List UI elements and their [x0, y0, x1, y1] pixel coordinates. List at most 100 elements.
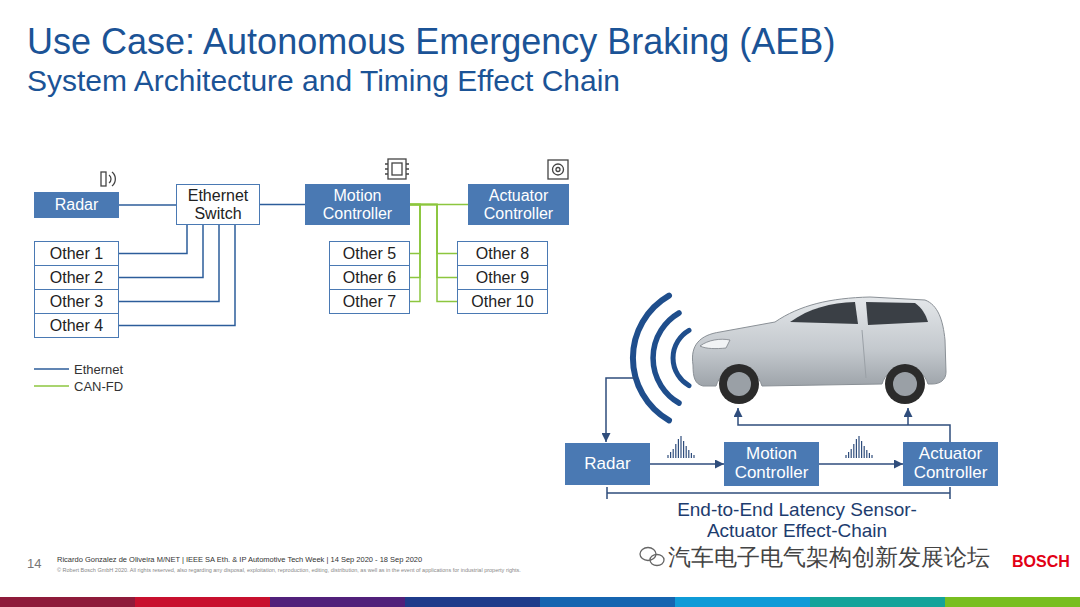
- radar-icon: [109, 175, 111, 183]
- signal-pulse: [688, 450, 689, 458]
- braking-arrow: [738, 408, 950, 442]
- color-bar: [0, 597, 1080, 607]
- copyright-text: © Robert Bosch GmbH 2020. All rights res…: [57, 567, 521, 573]
- radar-waves: [633, 296, 689, 421]
- box-label: Other 8: [476, 245, 529, 263]
- signal-pulse: [670, 452, 671, 458]
- signal-pulse: [667, 455, 668, 458]
- signal-pulse: [673, 449, 674, 458]
- color-bar-segment: [945, 597, 1080, 607]
- car: [692, 297, 946, 404]
- color-bar-segment: [405, 597, 541, 607]
- box-label: Motion Controller: [729, 445, 814, 482]
- legend-text: Ethernet: [74, 362, 123, 377]
- ethernet-link: [119, 204, 176, 206]
- peripheral-box: Other 3: [34, 289, 119, 314]
- box-label: Other 5: [343, 245, 396, 263]
- radar-icon: [101, 172, 106, 186]
- car-rim: [893, 372, 917, 396]
- car-wheel: [885, 364, 925, 404]
- box-label: Other 7: [343, 293, 396, 311]
- car-headlight: [700, 339, 730, 348]
- signal-pulse: [678, 439, 679, 458]
- watermark: 汽车电子电气架构创新发展论坛: [668, 545, 990, 570]
- ethernet-link: [260, 204, 305, 206]
- can-fd-link: [410, 205, 457, 278]
- box-label: Other 10: [471, 293, 533, 311]
- signal-pulse: [675, 444, 676, 458]
- box-label: Radar: [55, 196, 99, 214]
- box-label: Other 9: [476, 269, 529, 287]
- can-fd-link: [410, 205, 457, 302]
- signal-pulse: [869, 453, 870, 458]
- ethernet-link: [119, 225, 203, 277]
- legend-entry: Ethernet: [34, 361, 123, 377]
- box-label: Other 2: [50, 269, 103, 287]
- component-box: Actuator Controller: [903, 442, 998, 485]
- component-box: Motion Controller: [724, 442, 819, 485]
- box-label: Actuator Controller: [473, 187, 564, 222]
- signal-pulse: [856, 439, 857, 458]
- watermark-icon: [640, 548, 656, 561]
- component-box: Motion Controller: [305, 184, 410, 225]
- color-bar-segment: [135, 597, 271, 607]
- watermark-icon: [650, 555, 664, 566]
- ethernet-link: [119, 225, 219, 301]
- controller-icon: [385, 159, 409, 179]
- slide-title: Use Case: Autonomous Emergency Braking (…: [27, 24, 835, 60]
- signal-pulse: [864, 446, 865, 458]
- can-fd-link: [410, 205, 420, 278]
- color-bar-segment: [810, 597, 946, 607]
- brand-logo: BOSCH: [1012, 553, 1070, 571]
- ethernet-link: [119, 225, 187, 253]
- radar-icon: [101, 172, 115, 186]
- controller-icon: [385, 164, 409, 174]
- feedback-arrows: [606, 378, 950, 442]
- legend-sample: [34, 378, 70, 394]
- car-wheel: [719, 364, 759, 404]
- reflection-arrow: [606, 378, 636, 442]
- signal-pulse: [680, 436, 681, 458]
- legend-line: [34, 368, 69, 370]
- signal-pulse: [691, 453, 692, 458]
- actuator-icon: [548, 160, 568, 179]
- latency-label: End-to-End Latency Sensor-Actuator Effec…: [662, 500, 932, 542]
- color-bar-segment: [675, 597, 811, 607]
- actuator-icon: [548, 160, 568, 179]
- legend-sample: [34, 361, 70, 377]
- actuator-icon: [553, 164, 564, 175]
- actuator-icon: [556, 168, 560, 172]
- page-number: 14: [27, 557, 41, 571]
- color-bar-segment: [540, 597, 676, 607]
- radar-wave: [673, 330, 689, 385]
- signal-pulse: [845, 455, 846, 458]
- box-label: Other 4: [50, 317, 103, 335]
- box-label: Other 6: [343, 269, 396, 287]
- peripheral-box: Other 1: [34, 241, 119, 266]
- signal-pulse: [853, 444, 854, 458]
- peripheral-box: Other 7: [329, 289, 410, 314]
- signal-pulse: [848, 452, 849, 458]
- legend-text: CAN-FD: [74, 379, 123, 394]
- can-fd-link: [410, 205, 457, 254]
- can-fd-link: [410, 205, 420, 254]
- peripheral-box: Ethernet Switch: [176, 184, 260, 225]
- signal-pulse: [861, 441, 862, 458]
- can-fd-link: [410, 205, 420, 302]
- peripheral-box: Other 2: [34, 265, 119, 290]
- signal-pulse: [858, 436, 859, 458]
- box-label: Radar: [584, 455, 630, 474]
- peripheral-box: Other 9: [457, 265, 548, 290]
- box-label: Motion Controller: [310, 187, 405, 222]
- signal-arrow: [819, 463, 903, 465]
- car-window: [866, 302, 928, 325]
- watermark-icon: [640, 548, 664, 566]
- controller-icon: [392, 163, 402, 175]
- component-box: Radar: [34, 192, 119, 218]
- latency-bracket: [607, 487, 950, 499]
- signal-pulse: [851, 449, 852, 458]
- footer-text: Ricardo Gonzalez de Oliveira M/NET | IEE…: [57, 556, 422, 564]
- peripheral-box: Other 5: [329, 241, 410, 266]
